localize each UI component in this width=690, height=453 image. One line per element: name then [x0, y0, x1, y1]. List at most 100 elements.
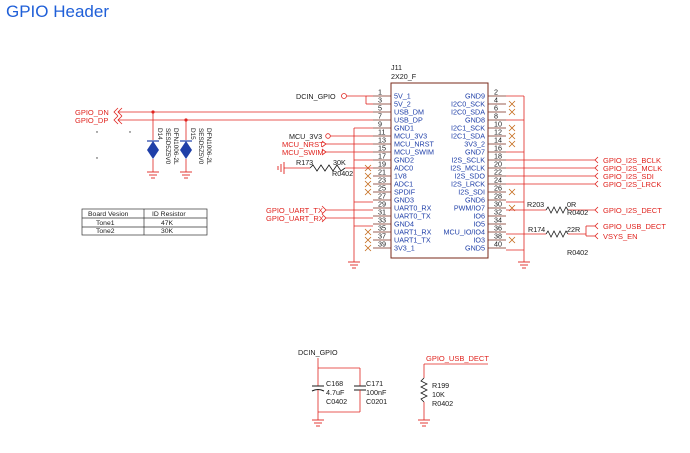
- no-connect-mark: [364, 244, 372, 252]
- pin-number: 23: [378, 176, 386, 185]
- vsys-en-label: VSYS_EN: [603, 232, 638, 241]
- pin-number: 21: [378, 168, 386, 177]
- r174-resistor: [545, 230, 569, 238]
- d15-package: DFN1006-2L: [205, 128, 212, 165]
- pin-number: 10: [494, 120, 502, 129]
- pin-number: 40: [494, 240, 502, 249]
- c168-package: C0402: [326, 397, 347, 406]
- r174-ref: R174: [528, 225, 545, 234]
- gpio-usb-dect-bottom-label: GPIO_USB_DECT: [426, 354, 489, 363]
- pin-name: 5V_1: [394, 92, 411, 101]
- pin-name: UART1_RX: [394, 228, 432, 237]
- gpio-i2s-lrck-label: GPIO_I2S_LRCK: [603, 180, 661, 189]
- dcin-gpio-label: DCIN_GPIO: [296, 92, 336, 101]
- pin-name: GND8: [465, 116, 485, 125]
- dcin-gpio-port: DCIN_GPIO: [296, 92, 347, 101]
- gpio-dn-port: GPIO_DN: [75, 107, 123, 117]
- pin-number: 34: [494, 216, 502, 225]
- pin-name: UART0_TX: [394, 212, 431, 221]
- pin-name: UART1_TX: [394, 236, 431, 245]
- connector-body: [390, 82, 489, 259]
- ground-symbol: [277, 162, 285, 174]
- pin-name: I2S_MCLK: [450, 164, 485, 173]
- r203-value: 0R: [567, 200, 576, 209]
- no-connect-mark: [508, 188, 516, 196]
- r199-package: R0402: [432, 399, 453, 408]
- pin-name: USB_DP: [394, 116, 423, 125]
- ground-symbol-left: [348, 261, 360, 269]
- pin-number: 25: [378, 184, 386, 193]
- table-cell: 30K: [161, 228, 174, 235]
- pin-name: GND7: [465, 148, 485, 157]
- right-net-labels: GPIO_I2S_BCLK GPIO_I2S_MCLK GPIO_I2S_SDI…: [594, 156, 666, 241]
- mcu-3v3-port: MCU_3V3: [289, 132, 331, 141]
- pin-number: 2: [494, 88, 498, 97]
- no-connect-mark: [508, 124, 516, 132]
- gpio-uart-tx-label: GPIO_UART_TX: [266, 206, 323, 215]
- pin-number: 37: [378, 232, 386, 241]
- pin-number: 12: [494, 128, 502, 137]
- pin-name: I2C0_SDA: [451, 108, 485, 117]
- pin-name: I2C0_SCK: [451, 100, 485, 109]
- table-header: Board Vesion: [88, 211, 129, 218]
- pin-number: 20: [494, 160, 502, 169]
- no-connect-mark: [508, 108, 516, 116]
- usb-dect-pulldown: GPIO_USB_DECT R199 10K R0402: [418, 354, 489, 427]
- no-connect-mark: [508, 100, 516, 108]
- right-wiring: [506, 95, 595, 262]
- pin-number: 33: [378, 216, 386, 225]
- pin-name: GND1: [394, 124, 414, 133]
- gpio-i2s-mclk-label: GPIO_I2S_MCLK: [603, 164, 662, 173]
- pin-name: I2C1_SCK: [451, 124, 485, 133]
- d14-package: DFN1006-2L: [172, 128, 179, 165]
- pin-number: 39: [378, 240, 386, 249]
- pin-number: 6: [494, 104, 498, 113]
- pin-number: 17: [378, 152, 386, 161]
- connector-value: 2X20_F: [391, 72, 417, 81]
- pin-name: MCU_SWIM: [394, 148, 434, 157]
- page-title: GPIO Header: [6, 2, 109, 21]
- pin-name: SPDIF: [394, 188, 416, 197]
- d15-esd-diode: D15 SESD5Z5V0 DFN1006-2L: [180, 118, 212, 179]
- gpio-uart-rx-port: GPIO_UART_RX: [266, 213, 327, 223]
- pin-number: 15: [378, 144, 386, 153]
- pin-name: 5V_2: [394, 100, 411, 109]
- pin-number: 11: [378, 128, 385, 137]
- pin-name: IO5: [473, 220, 485, 229]
- gpio-uart-rx-label: GPIO_UART_RX: [266, 214, 324, 223]
- r173-package: R0402: [332, 169, 353, 178]
- pin-name: MCU_IO/IO4: [443, 228, 485, 237]
- gpio-uart-tx-port: GPIO_UART_TX: [266, 205, 327, 215]
- r199-ref: R199: [432, 381, 449, 390]
- pin-number: 3: [378, 96, 382, 105]
- d14-ref: D14: [156, 128, 163, 140]
- pin-name: MCU_3V3: [394, 132, 427, 141]
- pin-number: 14: [494, 136, 502, 145]
- dcin-decoupling: DCIN_GPIO C168 4.7uF C0402 C171 100nF C0…: [298, 348, 387, 427]
- pin-name: I2S_LRCK: [451, 180, 485, 189]
- pin-number: 9: [378, 120, 382, 129]
- pin-name: USB_DM: [394, 108, 424, 117]
- no-connect-mark: [508, 236, 516, 244]
- r173-resistor: [309, 164, 346, 172]
- pin-number: 18: [494, 152, 502, 161]
- c171-package: C0201: [366, 397, 387, 406]
- pin-name: MCU_NRST: [394, 140, 435, 149]
- pin-name: GND5: [465, 244, 485, 253]
- c168-ref: C168: [326, 379, 343, 388]
- pin-number: 32: [494, 208, 502, 217]
- table-header: ID Resistor: [152, 211, 186, 218]
- d14-esd-diode: D14 SESD5Z5V0 DFN1006-2L: [147, 110, 179, 179]
- table-cell: Tone2: [96, 228, 115, 235]
- left-wiring: [118, 95, 373, 262]
- c168-value: 4.7uF: [326, 388, 345, 397]
- d15-ref: D15: [189, 128, 196, 140]
- mcu-swim-label: MCU_SWIM: [282, 148, 324, 157]
- c171-ref: C171: [366, 379, 383, 388]
- mcu-nrst-label: MCU_NRST: [282, 140, 324, 149]
- pin-number: 19: [378, 160, 386, 169]
- pin-name: I2S_SCLK: [451, 156, 485, 165]
- connector-ref: J11: [391, 63, 402, 72]
- r203-resistor: [545, 206, 569, 214]
